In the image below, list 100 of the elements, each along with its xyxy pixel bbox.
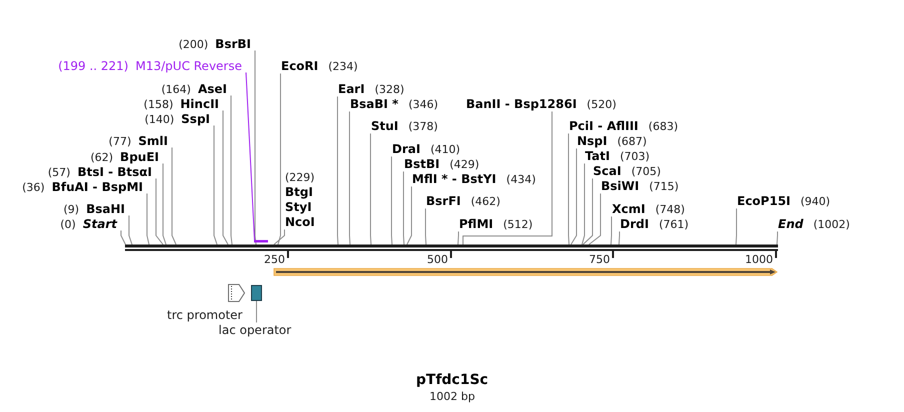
site-position: (429) bbox=[450, 158, 480, 170]
enzyme-name: SspI bbox=[181, 112, 210, 126]
enzyme-name: DrdI bbox=[620, 216, 649, 230]
enzyme-name: BsrFI bbox=[426, 194, 461, 208]
enzyme-name: BsiWI bbox=[601, 178, 640, 192]
leader-line bbox=[570, 148, 577, 245]
leader-line bbox=[403, 171, 404, 245]
leader-line bbox=[458, 231, 459, 245]
leader-line bbox=[162, 163, 166, 245]
leader-line bbox=[128, 215, 132, 245]
enzyme-name: BpuEI bbox=[120, 150, 159, 164]
site-position: (229) bbox=[285, 170, 315, 184]
enzyme-name: BtsI - BtsαI bbox=[77, 164, 152, 178]
dna-backbone bbox=[125, 244, 778, 251]
site-position: (703) bbox=[620, 150, 650, 162]
enzyme-name: BstBI bbox=[404, 156, 440, 170]
enzyme-name: DraI bbox=[392, 142, 420, 156]
site-position: (158) bbox=[144, 98, 174, 110]
site-position: (328) bbox=[374, 82, 404, 96]
promoter-symbol bbox=[228, 284, 246, 302]
site-position: (687) bbox=[617, 134, 647, 148]
enzyme-name: NspI bbox=[577, 134, 608, 148]
leader-line bbox=[391, 156, 392, 245]
enzyme-name: BsaBI * bbox=[350, 96, 398, 110]
site-position: (520) bbox=[586, 98, 616, 110]
site-position: (62) bbox=[90, 150, 114, 164]
leader-line bbox=[462, 111, 552, 245]
primer-bar bbox=[254, 240, 268, 242]
site-position: (200) bbox=[178, 38, 208, 50]
enzyme-name: BsaHI bbox=[86, 202, 125, 216]
site-position: (9) bbox=[64, 202, 80, 216]
enzyme-name: AseI bbox=[198, 82, 227, 96]
leader-line bbox=[582, 163, 585, 245]
leader-line bbox=[156, 178, 164, 245]
leader-line bbox=[254, 50, 256, 245]
site-position: (77) bbox=[108, 134, 132, 148]
enzyme-name: NcoI bbox=[285, 214, 315, 230]
leader-line bbox=[172, 147, 176, 245]
primer-name: M13/pUC Reverse bbox=[136, 58, 242, 72]
site-position: (748) bbox=[655, 202, 685, 216]
site-position: (434) bbox=[506, 172, 536, 186]
enzyme-name: BtgI bbox=[285, 184, 314, 200]
site-position: (940) bbox=[800, 194, 830, 208]
leader-line bbox=[230, 95, 232, 245]
enzyme-name: TatI bbox=[585, 148, 610, 162]
leader-line bbox=[610, 216, 612, 245]
scale-number: 750 bbox=[589, 252, 610, 267]
enzyme-name: PciI - AflIII bbox=[569, 118, 638, 132]
orf-feature bbox=[274, 268, 778, 276]
leader-line bbox=[618, 231, 620, 245]
site-position: (715) bbox=[649, 180, 679, 192]
leader-line bbox=[337, 96, 338, 245]
leader-line bbox=[146, 193, 150, 245]
operator-block bbox=[251, 285, 262, 301]
leader-line bbox=[274, 229, 285, 245]
leader-line bbox=[278, 73, 281, 245]
enzyme-name: ScaI bbox=[593, 164, 622, 178]
primer-range: (199 .. 221) bbox=[58, 58, 128, 72]
leader-line bbox=[222, 110, 228, 245]
site-position: (57) bbox=[48, 166, 70, 178]
enzyme-name: EcoRI bbox=[281, 58, 318, 72]
terminus-label: Start bbox=[82, 216, 117, 230]
enzyme-name: XcmI bbox=[612, 202, 646, 216]
leader-line bbox=[776, 231, 778, 245]
enzyme-name: PflMI bbox=[459, 216, 494, 230]
scale-number: 1000 bbox=[745, 252, 773, 267]
enzyme-name: BsrBI bbox=[215, 36, 251, 50]
enzyme-name: SmlI bbox=[138, 134, 168, 148]
site-position: (378) bbox=[408, 120, 438, 132]
map-title: pTfdc1Sc bbox=[416, 373, 488, 388]
terminus-label: End bbox=[778, 216, 804, 230]
site-position: (705) bbox=[631, 164, 661, 178]
site-position: (0) bbox=[60, 218, 76, 230]
leader-line bbox=[214, 125, 218, 245]
enzyme-name: EarI bbox=[338, 82, 365, 96]
leader-line bbox=[588, 193, 601, 245]
site-position: (36) bbox=[22, 180, 45, 194]
leader-line bbox=[582, 178, 593, 245]
site-position: (683) bbox=[648, 120, 678, 132]
enzyme-name: MflI * - BstYI bbox=[412, 172, 496, 186]
enzyme-name: BanII - Bsp1286I bbox=[466, 96, 577, 110]
site-position: (761) bbox=[658, 218, 689, 230]
site-position: (234) bbox=[328, 60, 358, 72]
site-position: (346) bbox=[408, 98, 438, 110]
leader-line bbox=[256, 300, 257, 323]
enzyme-name: StuI bbox=[371, 118, 398, 132]
leader-line bbox=[246, 72, 255, 240]
site-position: (462) bbox=[470, 194, 500, 208]
leader-line bbox=[425, 208, 426, 245]
leader-line bbox=[736, 208, 737, 245]
scale-number: 250 bbox=[264, 252, 285, 267]
leader-line bbox=[349, 111, 350, 245]
enzyme-name: EcoP15I bbox=[737, 194, 791, 208]
leader-line bbox=[406, 186, 412, 245]
scale-number: 500 bbox=[427, 252, 448, 267]
sequence-length: 1002 bp bbox=[430, 388, 475, 404]
site-position: (164) bbox=[161, 82, 191, 96]
feature-label: lac operator bbox=[218, 322, 292, 338]
site-position: (140) bbox=[144, 112, 174, 126]
enzyme-name: StyI bbox=[285, 200, 313, 214]
